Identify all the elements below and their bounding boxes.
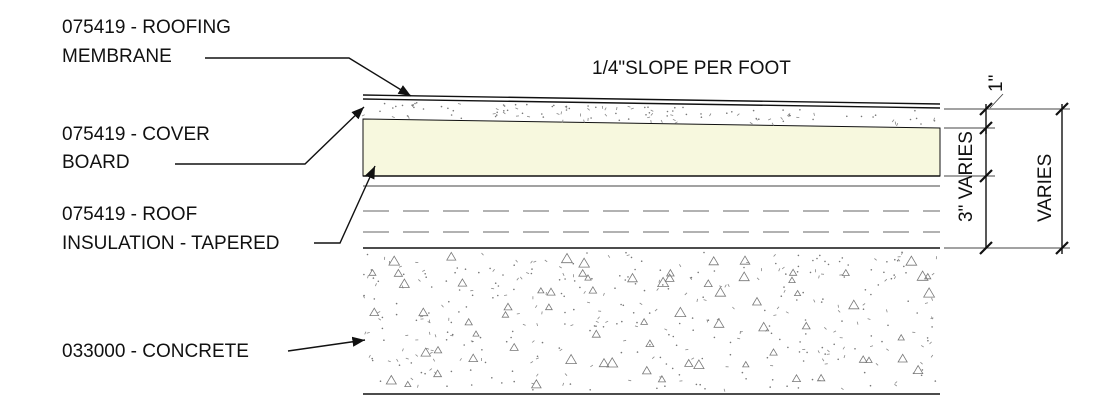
- membrane-code-text: 075419 - ROOFING: [62, 17, 231, 38]
- membrane-name-text: MEMBRANE: [62, 46, 172, 67]
- label-concrete: 033000 - CONCRETE: [62, 336, 366, 362]
- cover-code-text: 075419 - COVER: [62, 124, 210, 145]
- concrete-leader: [287, 336, 366, 352]
- cover-thickness-dim: 1": [986, 75, 1007, 92]
- roof-insulation: [363, 185, 940, 249]
- insulation-leader: [314, 165, 376, 244]
- total-varies-dim: VARIES: [1035, 154, 1056, 222]
- label-roofing-membrane: 075419 - ROOFING MEMBRANE: [62, 17, 412, 97]
- cover-name-text: BOARD: [62, 152, 130, 173]
- concrete-slab: [362, 251, 940, 395]
- insulation-name-text: INSULATION - TAPERED: [62, 233, 279, 254]
- label-roof-insulation: 075419 - ROOF INSULATION - TAPERED: [62, 165, 376, 254]
- insulation-min-dim: 3" VARIES: [956, 131, 977, 222]
- concrete-text: 033000 - CONCRETE: [62, 341, 249, 362]
- cover-leader: [175, 106, 365, 165]
- membrane-substrate-hatch: [361, 102, 936, 127]
- membrane-leader: [205, 57, 412, 97]
- dimension-group: 1" 3" VARIES VARIES: [944, 75, 1070, 255]
- roofing-membrane: [362, 94, 941, 109]
- insulation-code-text: 075419 - ROOF: [62, 204, 197, 225]
- label-cover-board: 075419 - COVER BOARD: [62, 106, 365, 173]
- slope-note: 1/4"SLOPE PER FOOT: [592, 58, 791, 79]
- cover-board: [362, 118, 941, 177]
